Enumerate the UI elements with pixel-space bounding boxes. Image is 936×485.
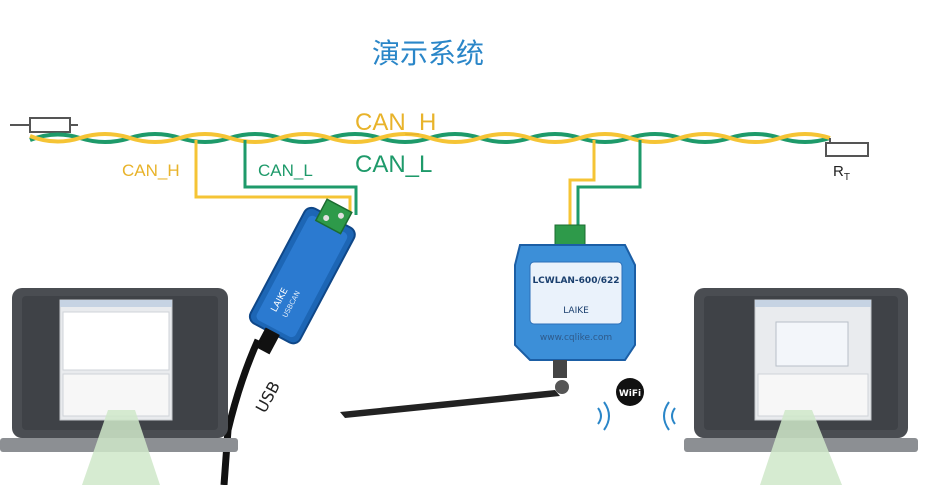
usb-cable-label: USB	[252, 378, 284, 416]
left-laptop	[0, 288, 238, 452]
left-tap-label-can-l: CAN_L	[258, 161, 313, 180]
right-laptop-glow	[760, 410, 842, 485]
right-laptop	[684, 288, 918, 452]
usb-can-adapter: LAIKE USBCAN	[248, 198, 356, 355]
wifi-signal-left	[597, 401, 610, 431]
right-tap-wires	[568, 140, 642, 225]
bus-label-can-l: CAN_L	[355, 151, 432, 178]
bus-label-can-h: CAN_H	[355, 109, 436, 136]
left-laptop-glow	[82, 410, 160, 485]
diagram-title: 演示系统	[372, 37, 484, 70]
wifi-can-gateway: LCWLAN-600/622 LAIKE www.cqlike.com	[514, 224, 636, 378]
wifi-signal-right	[663, 401, 676, 431]
left-tap-wires	[194, 140, 358, 215]
wifi-badge-label: WiFi	[619, 389, 641, 399]
usb-cable	[220, 338, 262, 485]
gateway-antenna	[340, 380, 569, 418]
gateway-model: LCWLAN-600/622	[532, 276, 619, 286]
terminator-label: RT	[833, 163, 850, 183]
gateway-url: www.cqlike.com	[540, 333, 612, 343]
right-terminator-resistor: RT	[825, 138, 869, 183]
can-bus-twisted-pair	[29, 132, 831, 144]
wifi-badge: WiFi	[616, 378, 644, 406]
left-tap-label-can-h: CAN_H	[122, 161, 180, 180]
left-terminator-resistor	[10, 117, 78, 133]
gateway-brand: LAIKE	[563, 306, 589, 316]
